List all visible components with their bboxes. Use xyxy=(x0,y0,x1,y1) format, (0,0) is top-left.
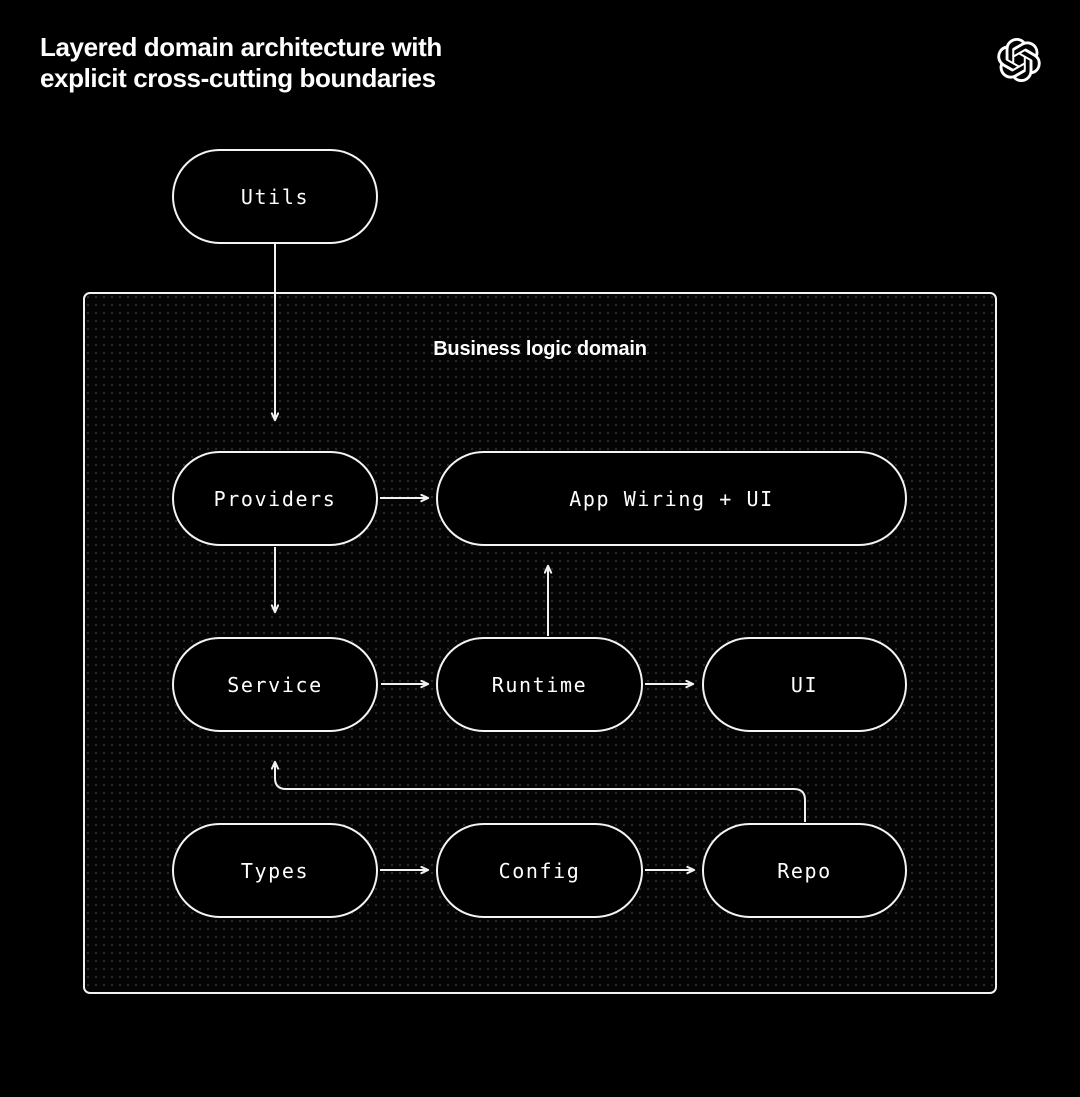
node-config-label: Config xyxy=(498,858,581,883)
node-ui[interactable]: UI xyxy=(702,637,907,732)
node-runtime[interactable]: Runtime xyxy=(436,637,643,732)
node-types-label: Types xyxy=(240,858,310,883)
node-ui-label: UI xyxy=(790,672,819,697)
domain-label: Business logic domain xyxy=(433,338,647,360)
node-config[interactable]: Config xyxy=(436,823,643,918)
node-types[interactable]: Types xyxy=(172,823,378,918)
node-repo[interactable]: Repo xyxy=(702,823,907,918)
openai-logo xyxy=(997,38,1041,83)
node-service-label: Service xyxy=(227,672,323,697)
node-service[interactable]: Service xyxy=(172,637,378,732)
page-title: Layered domain architecture with explici… xyxy=(40,32,442,94)
node-providers-label: Providers xyxy=(213,486,337,511)
node-utils-label: Utils xyxy=(240,184,310,209)
node-utils[interactable]: Utils xyxy=(172,149,378,244)
node-repo-label: Repo xyxy=(777,858,832,883)
node-providers[interactable]: Providers xyxy=(172,451,378,546)
node-app-wiring-ui-label: App Wiring + UI xyxy=(569,486,774,511)
node-app-wiring-ui[interactable]: App Wiring + UI xyxy=(436,451,907,546)
node-runtime-label: Runtime xyxy=(491,672,588,697)
